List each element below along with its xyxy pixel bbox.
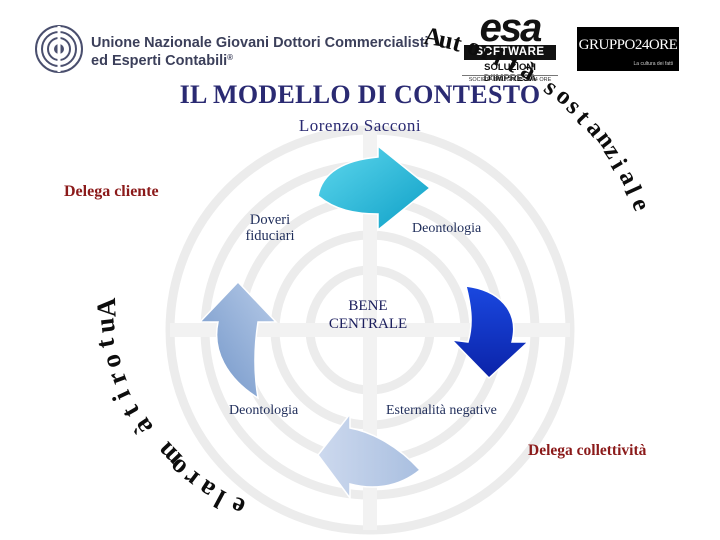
esa-group-label: SOCIETÀ DEL GRUPPO 24 ORE <box>462 75 558 83</box>
arrow-bottom <box>317 411 422 501</box>
delega-collettivita-label: Delega collettività <box>528 442 647 459</box>
registered-mark: ® <box>227 53 234 62</box>
unione-logo: Unione Nazionale Giovani Dottori Commerc… <box>34 24 429 74</box>
page-subtitle: Lorenzo Sacconi <box>298 116 422 135</box>
gruppo24ore-logo: GRUPPO24ORE La cultura dei fatti <box>577 27 679 71</box>
doveri-fiduciari-label: Doveri fiduciari <box>245 212 295 244</box>
gruppo24ore-tagline: La cultura dei fatti <box>633 61 673 67</box>
arrow-left <box>198 280 278 400</box>
esternalita-label: Esternalità negative <box>386 403 497 418</box>
esa-wordmark: esa <box>479 6 543 50</box>
esa-tagline: SOLUZIONI D'IMPRESA <box>483 62 537 84</box>
arrow-top <box>317 144 432 232</box>
bene-centrale-label: BENE CENTRALE <box>328 298 408 332</box>
deontologia-bottom-label: Deontologia <box>229 403 299 418</box>
unione-seal-icon <box>35 25 83 73</box>
unione-line2: ed Esperti Contabili® <box>91 53 234 69</box>
unione-line1: Unione Nazionale Giovani Dottori Commerc… <box>91 35 429 51</box>
esa-software-logo: esa SOFTWARE SOLUZIONI D'IMPRESA SOCIETÀ… <box>462 8 558 84</box>
gruppo24ore-name: GRUPPO24ORE <box>578 37 678 53</box>
page-title: IL MODELLO DI CONTESTO <box>179 80 541 109</box>
delega-cliente-label: Delega cliente <box>64 183 159 200</box>
esa-software-label: SOFTWARE <box>464 45 556 60</box>
arrow-right <box>449 285 530 380</box>
deontologia-top-label: Deontologia <box>412 221 482 236</box>
